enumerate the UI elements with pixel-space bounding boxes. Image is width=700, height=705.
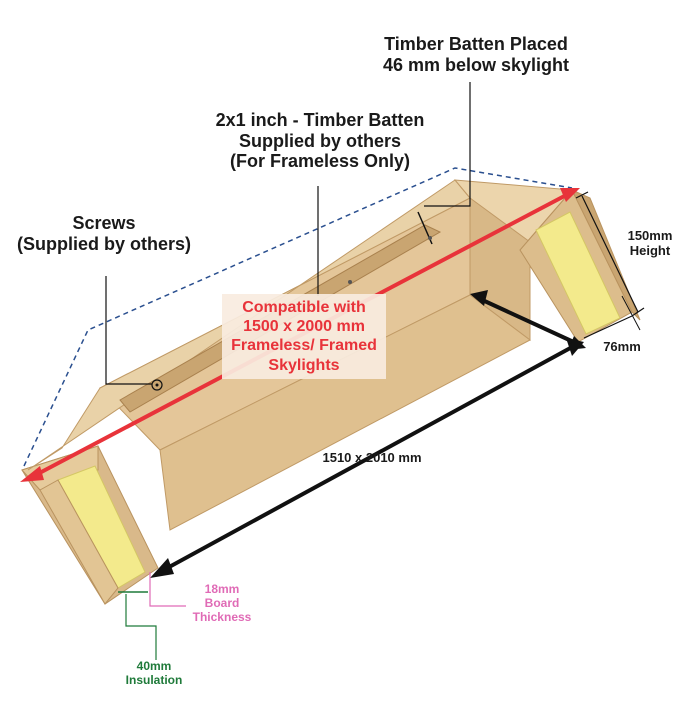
board-line3: Thickness	[192, 609, 252, 624]
screw-head-1	[155, 383, 159, 387]
screws-line1: Screws	[72, 213, 136, 233]
board-thickness-label: 18mm Board Thickness	[182, 582, 262, 624]
compatible-line1: Compatible with	[242, 299, 366, 316]
screws-label: Screws (Supplied by others)	[6, 213, 202, 254]
compatibility-callout: Compatible with 1500 x 2000 mm Frameless…	[222, 294, 386, 379]
batten-placed-line2: 46 mm below skylight	[382, 54, 570, 75]
height-tick-bottom	[631, 307, 645, 317]
depth-arrowhead-right	[568, 336, 586, 350]
internal-size-text: 1510 x 2010 mm	[322, 450, 422, 465]
board-line2: Board	[204, 595, 240, 610]
width-76-dimension	[583, 315, 633, 339]
width-76-text: 76mm	[603, 339, 641, 354]
height-label: 150mm Height	[610, 228, 690, 259]
height-tick-top	[575, 191, 589, 199]
depth-arrow	[477, 296, 579, 346]
batten-size-line2: Supplied by others	[238, 130, 402, 151]
internal-size-label: 1510 x 2010 mm	[312, 450, 432, 466]
internal-arrowhead-left	[150, 558, 174, 578]
compatible-line4: Skylights	[268, 356, 340, 374]
red-arrowhead-right	[560, 188, 580, 202]
insulation-line1: 40mm	[136, 659, 172, 673]
board-line1: 18mm	[204, 582, 240, 596]
screws-leader	[105, 276, 152, 385]
batten-size-line1: 2x1 inch - Timber Batten	[215, 110, 425, 130]
batten-size-line3: (For Frameless Only)	[229, 151, 411, 172]
compatible-line2: 1500 x 2000 mm	[243, 318, 365, 336]
compatible-line3: Frameless/ Framed	[231, 337, 377, 355]
right-end-outer	[570, 188, 641, 321]
back-wall-top	[27, 179, 471, 471]
insulation-leader-down	[125, 594, 157, 660]
screws-line2: (Supplied by others)	[16, 233, 191, 254]
left-lower-panel	[39, 479, 119, 605]
insulation-label: 40mm Insulation	[114, 659, 194, 688]
skylight-outline	[23, 167, 573, 467]
width-76-leader	[621, 295, 641, 331]
batten-placed-line1: Timber Batten Placed	[384, 34, 568, 54]
screw-head-3	[428, 236, 432, 240]
screw-marker	[151, 379, 163, 391]
right-insulation	[535, 211, 621, 335]
internal-size-arrow	[159, 344, 575, 574]
width-76-label: 76mm	[594, 339, 650, 355]
height-dimension	[581, 195, 639, 313]
red-arrowhead-left	[20, 466, 44, 482]
screw-head-2	[348, 280, 352, 284]
batten-placed-leader	[424, 82, 471, 207]
depth-arrowhead-left	[470, 290, 488, 306]
height-line2: Height	[629, 242, 671, 258]
batten-placed-label: Timber Batten Placed 46 mm below skyligh…	[356, 34, 596, 75]
height-line1: 150mm	[627, 228, 673, 243]
insulation-line2: Insulation	[125, 672, 183, 687]
batten-size-label: 2x1 inch - Timber Batten Supplied by oth…	[190, 110, 450, 172]
board-thickness-leader	[149, 572, 186, 607]
